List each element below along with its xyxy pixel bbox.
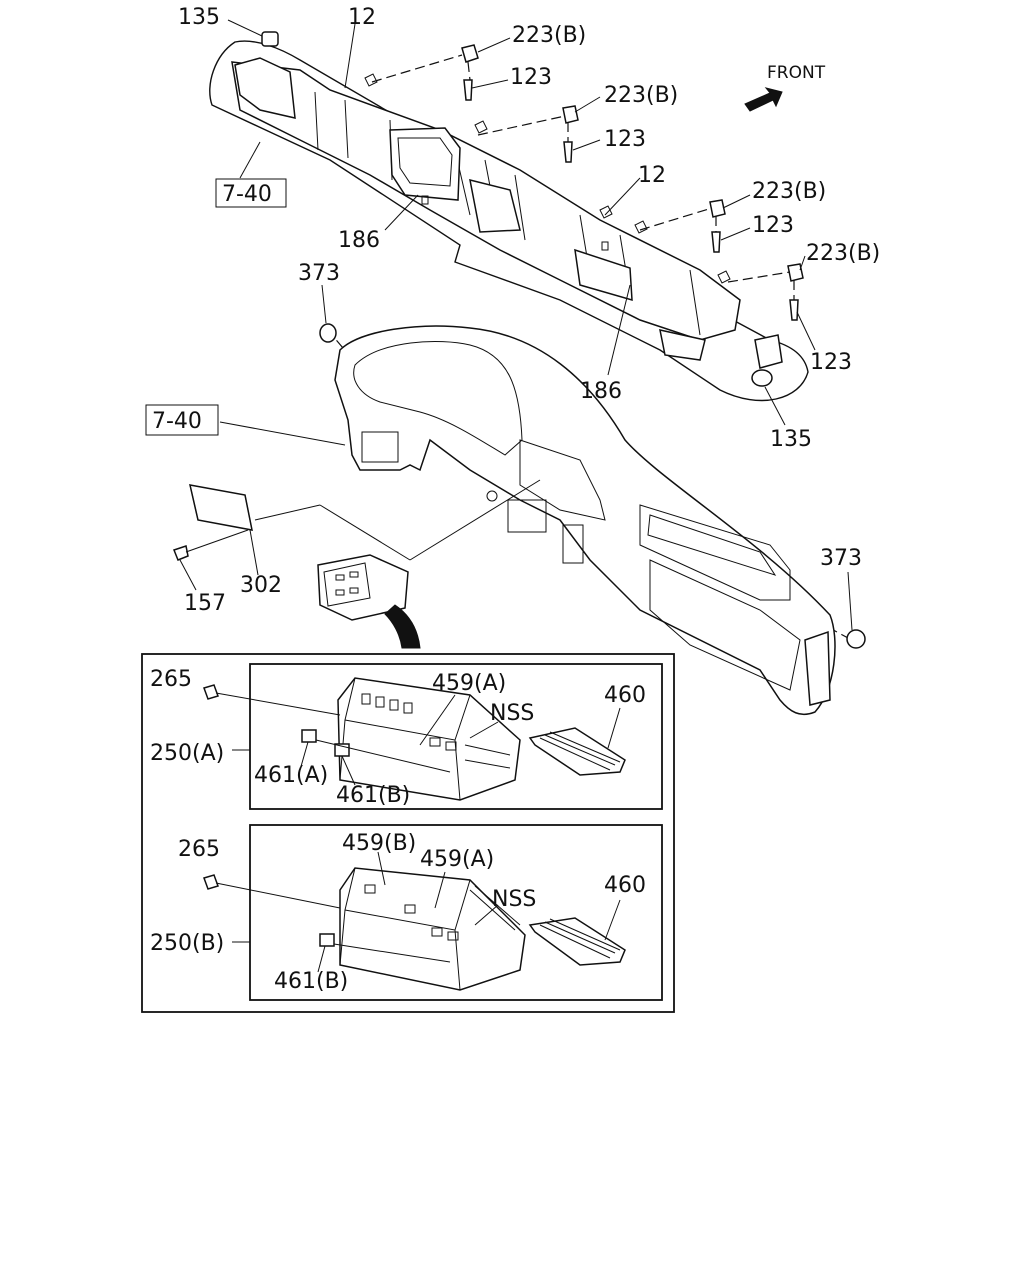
ac-control-unit: [317, 554, 421, 649]
label-459a-a: 459(A): [432, 671, 506, 696]
part-labels: 135 12 223(B) 123 FRONT 223(B) 123 12 22…: [145, 5, 880, 994]
label-186-left: 186: [338, 228, 380, 253]
label-223b-3: 223(B): [752, 179, 826, 204]
ref-7-40-top: 7-40: [222, 182, 272, 207]
label-nss-a: NSS: [490, 701, 534, 726]
label-459a-b: 459(A): [420, 847, 494, 872]
fastener-group: [461, 44, 804, 321]
label-123-1: 123: [510, 65, 552, 90]
inset-detail-box: [141, 653, 675, 1013]
label-223b-4: 223(B): [806, 241, 880, 266]
label-460-b: 460: [604, 873, 646, 898]
label-123-2: 123: [604, 127, 646, 152]
label-459b: 459(B): [342, 831, 416, 856]
label-461a: 461(A): [254, 763, 328, 788]
label-265-b: 265: [178, 837, 220, 862]
label-250a: 250(A): [150, 741, 224, 766]
label-157: 157: [184, 591, 226, 616]
label-302: 302: [240, 573, 282, 598]
grommet-373-group: [319, 323, 866, 649]
label-461b-b: 461(B): [274, 969, 348, 994]
front-arrow-icon: [744, 87, 783, 112]
label-186-mid: 186: [580, 379, 622, 404]
label-373-top: 373: [298, 261, 340, 286]
label-nss-b: NSS: [492, 887, 536, 912]
label-123-4: 123: [810, 350, 852, 375]
instrument-panel: [334, 325, 836, 716]
label-135-right: 135: [770, 427, 812, 452]
module-302: [173, 484, 253, 561]
label-135-top: 135: [178, 5, 220, 30]
ref-7-40-mid: 7-40: [152, 409, 202, 434]
label-front: FRONT: [767, 63, 826, 83]
leader-lines: [179, 19, 853, 631]
label-460-a: 460: [604, 683, 646, 708]
label-123-3: 123: [752, 213, 794, 238]
label-12-mid: 12: [638, 163, 666, 188]
label-265-a: 265: [150, 667, 192, 692]
air-duct-assembly: [209, 31, 809, 402]
label-250b: 250(B): [150, 931, 224, 956]
label-223b-1: 223(B): [512, 23, 586, 48]
label-461b-a: 461(B): [336, 783, 410, 808]
label-12-top: 12: [348, 5, 376, 30]
label-373-right: 373: [820, 546, 862, 571]
label-223b-2: 223(B): [604, 83, 678, 108]
